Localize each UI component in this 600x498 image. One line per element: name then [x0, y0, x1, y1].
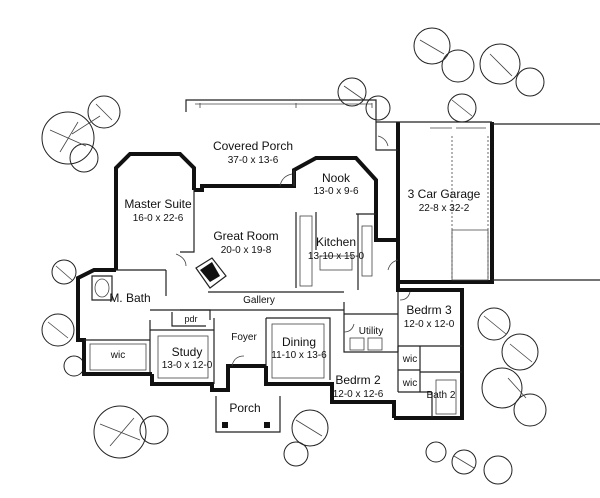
tree-bottom-mid: [283, 409, 329, 467]
tree-bottom-right: [425, 441, 513, 485]
dining-dims: 11-10 x 13-6: [271, 350, 327, 361]
bath2-label: Bath 2: [427, 390, 456, 401]
study-label: Study: [172, 345, 203, 359]
garage-dims: 22-8 x 32-2: [419, 203, 470, 214]
garage-label: 3 Car Garage: [408, 187, 481, 201]
wic-master-label: wic: [110, 350, 125, 361]
bedrm2-label: Bedrm 2: [335, 373, 381, 387]
covered-porch-area: [185, 99, 377, 122]
tree-bottom-left: [93, 405, 169, 459]
wic-bedrm3-label: wic: [402, 354, 417, 365]
landscape-trees: [41, 27, 547, 485]
tree-right: [477, 307, 547, 427]
master-suite-label: Master Suite: [124, 197, 192, 211]
tree-top-right: [337, 27, 545, 123]
wic-bedrm2-label: wic: [402, 378, 417, 389]
gallery-label: Gallery: [243, 295, 275, 306]
nook-label: Nook: [322, 171, 351, 185]
covered-porch-label: Covered Porch: [213, 139, 293, 153]
study-dims: 13-0 x 12-0: [162, 360, 213, 371]
room-labels: Covered Porch 37-0 x 13-6 Nook 13-0 x 9-…: [109, 139, 480, 415]
exterior-walls: [76, 152, 464, 420]
bedrm2-dims: 12-0 x 12-6: [333, 389, 384, 400]
bedrm3-dims: 12-0 x 12-0: [404, 319, 455, 330]
foyer-label: Foyer: [231, 332, 257, 343]
garage-structure: [375, 121, 600, 284]
fixtures: [89, 135, 457, 433]
utility-label: Utility: [359, 326, 383, 337]
great-room-label: Great Room: [213, 229, 278, 243]
nook-dims: 13-0 x 9-6: [313, 186, 358, 197]
great-room-dims: 20-0 x 19-8: [221, 245, 272, 256]
interior-walls: [84, 190, 462, 418]
kitchen-label: Kitchen: [316, 235, 356, 249]
dining-label: Dining: [282, 335, 316, 349]
kitchen-dims: 13-10 x 15-0: [308, 251, 365, 262]
porch-label: Porch: [229, 401, 260, 415]
master-suite-dims: 16-0 x 22-6: [133, 213, 184, 224]
m-bath-label: M. Bath: [109, 291, 150, 305]
covered-porch-dims: 37-0 x 13-6: [228, 155, 279, 166]
tree-top-left: [41, 95, 121, 173]
pdr-label: pdr: [184, 314, 197, 324]
tree-left: [41, 259, 85, 377]
bedrm3-label: Bedrm 3: [406, 303, 452, 317]
